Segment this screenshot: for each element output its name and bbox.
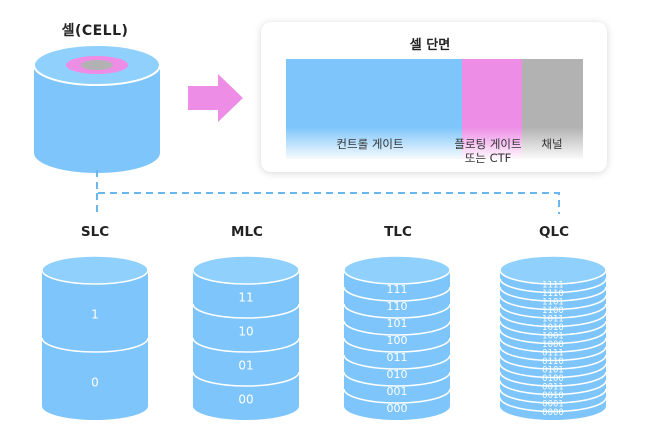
stack-top [499, 255, 607, 285]
level-divider [499, 286, 607, 302]
stack-top [192, 255, 300, 285]
dashed-connector [96, 170, 560, 214]
level-label: 00 [238, 393, 253, 407]
level-divider [343, 388, 451, 404]
level-label: 011 [387, 351, 408, 364]
level-label: 1100 [542, 306, 564, 316]
level-divider [499, 320, 607, 336]
right-arrow-icon [188, 74, 243, 122]
channel-label: 채널 [541, 137, 563, 151]
level-label: 111 [387, 283, 408, 296]
level-label: 0111 [542, 349, 564, 359]
control-gate-label: 컨트롤 게이트 [336, 137, 404, 151]
floating-gate-label: 플로팅 게이트 또는 CTF [454, 137, 522, 165]
level-label: 1011 [542, 315, 564, 325]
level-divider [343, 303, 451, 319]
level-divider [41, 337, 149, 353]
stack-body [193, 270, 299, 420]
slc-stack: 10 [41, 255, 149, 420]
level-label: 1000 [542, 340, 564, 350]
level-divider [499, 337, 607, 353]
level-label: 01 [238, 359, 253, 373]
level-divider [343, 320, 451, 336]
stack-top [41, 255, 149, 285]
level-divider [192, 371, 300, 387]
level-divider [343, 371, 451, 387]
level-label: 0011 [542, 383, 564, 393]
level-label: 1110 [542, 289, 564, 299]
level-divider [499, 329, 607, 345]
level-label: 10 [238, 325, 253, 339]
level-label: 0010 [542, 391, 564, 401]
qlc-stack: 1111111011011100101110101001100001110110… [499, 255, 607, 420]
cell-cylinder-body [34, 65, 160, 173]
tlc-label: TLC [384, 224, 412, 240]
level-label: 010 [387, 368, 408, 381]
level-label: 0110 [542, 357, 564, 367]
cell-cylinder [33, 44, 161, 173]
level-divider [192, 303, 300, 319]
level-divider [343, 337, 451, 353]
level-label: 1101 [542, 298, 564, 308]
level-label: 11 [238, 291, 253, 305]
level-divider [343, 286, 451, 302]
level-label: 100 [387, 334, 408, 347]
stack-body [42, 270, 148, 420]
level-divider [499, 295, 607, 311]
level-label: 1001 [542, 332, 564, 342]
stack-top [343, 255, 451, 285]
level-label: 001 [387, 385, 408, 398]
mlc-stack: 11 10 01 00 [192, 255, 300, 420]
level-divider [192, 337, 300, 353]
level-label: 0101 [542, 366, 564, 376]
bar-fade [283, 127, 587, 161]
level-label: 0000 [542, 408, 564, 418]
level-divider [499, 303, 607, 319]
cell-title: 셀(CELL) [61, 23, 129, 39]
level-label: 0100 [542, 374, 564, 384]
level-divider [499, 312, 607, 328]
level-divider [499, 371, 607, 387]
level-divider [499, 388, 607, 404]
stack-body [344, 270, 450, 420]
mlc-label: MLC [231, 224, 263, 240]
cross-section-title: 셀 단면 [409, 38, 451, 53]
level-divider [499, 397, 607, 413]
tlc-stack: 111 110 101 100 011 010 001 000 [343, 255, 451, 420]
level-divider [343, 354, 451, 370]
level-label: 1010 [542, 323, 564, 333]
level-divider [499, 278, 607, 294]
level-label: 1 [91, 308, 99, 322]
level-divider [499, 354, 607, 370]
level-label: 000 [387, 402, 408, 415]
level-label: 1111 [542, 281, 564, 291]
level-label: 110 [387, 300, 408, 313]
level-label: 101 [387, 317, 408, 330]
level-label: 0001 [542, 400, 564, 410]
slc-label: SLC [80, 224, 110, 240]
level-divider [499, 380, 607, 396]
qlc-label: QLC [539, 224, 569, 240]
cell-channel-core [81, 60, 113, 70]
level-divider [499, 346, 607, 362]
level-label: 0 [91, 376, 99, 390]
level-divider [499, 363, 607, 379]
